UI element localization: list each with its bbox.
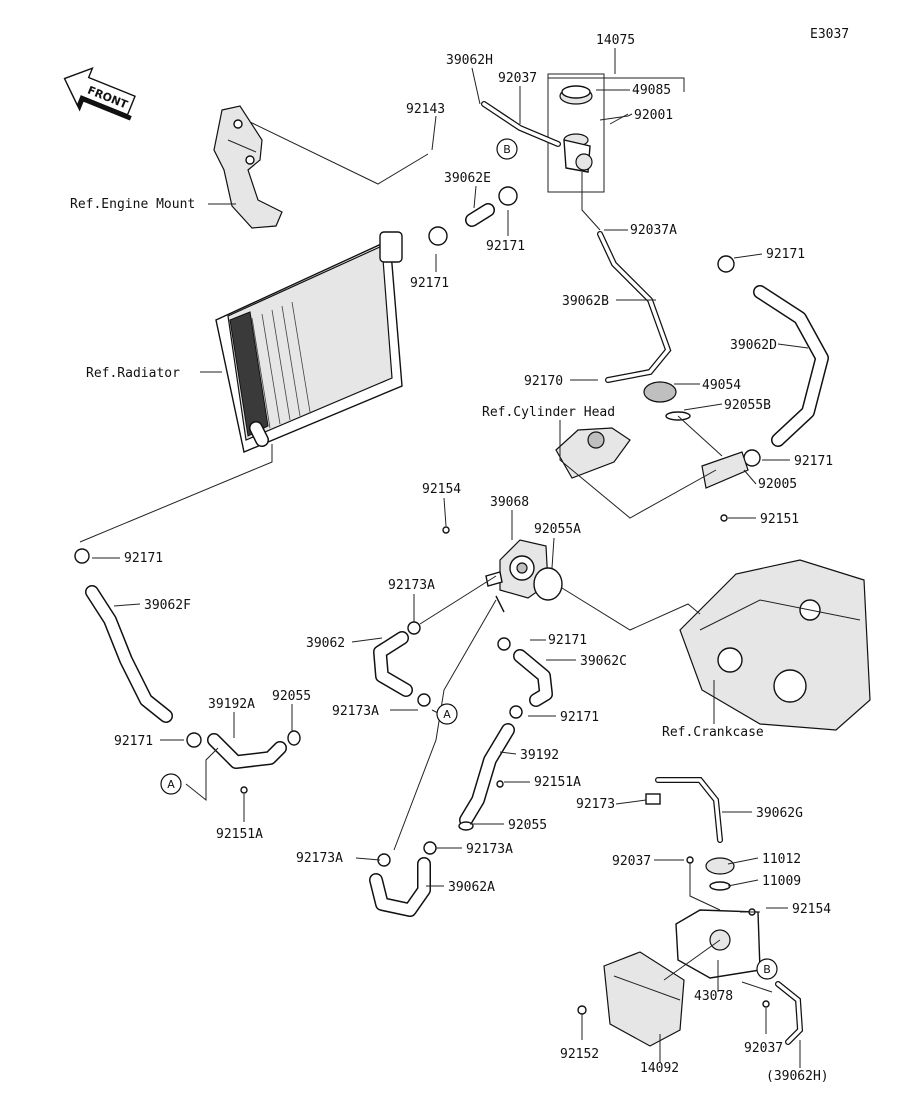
ref-engine-mount: Ref.Engine Mount bbox=[70, 197, 195, 212]
part-label: 39062D bbox=[730, 338, 777, 353]
part-label: 92171 bbox=[560, 710, 599, 725]
part-label: (39062H) bbox=[766, 1069, 829, 1084]
part-label: 92152 bbox=[560, 1047, 599, 1062]
part-label: 39062B bbox=[562, 294, 609, 309]
part-label: 39062 bbox=[306, 636, 345, 651]
cylinder-head-ref bbox=[555, 427, 631, 479]
thermostat-cap bbox=[643, 381, 749, 522]
part-label: 92171 bbox=[114, 734, 153, 749]
part-label: 92005 bbox=[758, 477, 797, 492]
part-label: 92037A bbox=[630, 223, 677, 238]
part-label: 92171 bbox=[124, 551, 163, 566]
ref-radiator: Ref.Radiator bbox=[86, 366, 180, 381]
part-label: 92173A bbox=[388, 578, 435, 593]
part-label: 92154 bbox=[422, 482, 461, 497]
callout-A-2: A bbox=[436, 703, 458, 725]
part-label: 92173A bbox=[466, 842, 513, 857]
engine-mount-bracket bbox=[213, 105, 283, 229]
part-label: 11009 bbox=[762, 874, 801, 889]
front-arrow-icon: FRONT bbox=[63, 67, 136, 121]
part-label: 14092 bbox=[640, 1061, 679, 1076]
reservoir-tank bbox=[675, 856, 770, 1008]
part-label: 39062C bbox=[580, 654, 627, 669]
callout-A-1: A bbox=[160, 773, 182, 795]
part-label: 39062A bbox=[448, 880, 495, 895]
callout-B-1: B bbox=[496, 138, 518, 160]
water-pump bbox=[485, 539, 563, 613]
part-label: 92037 bbox=[612, 854, 651, 869]
part-label: 92037 bbox=[498, 71, 537, 86]
part-label: 92055B bbox=[724, 398, 771, 413]
part-label: 39062E bbox=[444, 171, 491, 186]
part-label: 92151A bbox=[534, 775, 581, 790]
svg-text:B: B bbox=[763, 963, 771, 976]
part-label: 92143 bbox=[406, 102, 445, 117]
part-label: 92037 bbox=[744, 1041, 783, 1056]
callout-B-2: B bbox=[756, 958, 778, 980]
part-label: 92151 bbox=[760, 512, 799, 527]
part-labels: 14075 39062H 92037 49085 92143 92001 390… bbox=[114, 33, 833, 1084]
diagram-code: E3037 bbox=[810, 27, 849, 42]
part-label: 92171 bbox=[766, 247, 805, 262]
part-label: 92154 bbox=[792, 902, 831, 917]
ref-crankcase: Ref.Crankcase bbox=[662, 725, 764, 740]
part-label: 92173A bbox=[332, 704, 379, 719]
part-label: 92173A bbox=[296, 851, 343, 866]
svg-text:B: B bbox=[503, 143, 511, 156]
filler-neck bbox=[547, 73, 605, 193]
part-label: 92171 bbox=[548, 633, 587, 648]
part-label: 92055 bbox=[272, 689, 311, 704]
part-label: 14075 bbox=[596, 33, 635, 48]
part-label: 92001 bbox=[634, 108, 673, 123]
part-label: 39062H bbox=[446, 53, 493, 68]
part-label: 92171 bbox=[486, 239, 525, 254]
part-label: 39192 bbox=[520, 748, 559, 763]
part-label: 39062F bbox=[144, 598, 191, 613]
part-label: 39068 bbox=[490, 495, 529, 510]
part-label: 49085 bbox=[632, 83, 671, 98]
leader-lines bbox=[79, 48, 809, 1068]
svg-text:A: A bbox=[443, 708, 451, 721]
part-label: 92173 bbox=[576, 797, 615, 812]
part-label: 92151A bbox=[216, 827, 263, 842]
part-label: 43078 bbox=[694, 989, 733, 1004]
ref-cylinder-head: Ref.Cylinder Head bbox=[482, 405, 615, 420]
part-label: 92171 bbox=[794, 454, 833, 469]
part-label: 49054 bbox=[702, 378, 741, 393]
part-label: 92170 bbox=[524, 374, 563, 389]
part-label: 92171 bbox=[410, 276, 449, 291]
part-label: 39192A bbox=[208, 697, 255, 712]
part-label: 39062G bbox=[756, 806, 803, 821]
svg-text:A: A bbox=[167, 778, 175, 791]
reservoir-cover bbox=[577, 951, 685, 1047]
crankcase-ref bbox=[679, 559, 871, 731]
part-label: 11012 bbox=[762, 852, 801, 867]
radiator bbox=[215, 231, 403, 453]
part-label: 92055A bbox=[534, 522, 581, 537]
part-label: 92055 bbox=[508, 818, 547, 833]
